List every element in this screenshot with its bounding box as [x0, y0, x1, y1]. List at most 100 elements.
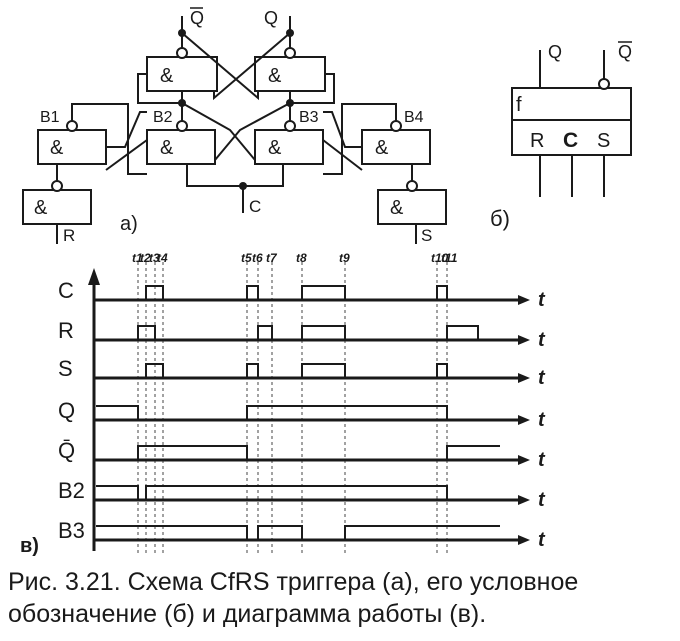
signal-waveform-5 [96, 445, 500, 461]
time-mark-label-8: t8 [296, 251, 307, 265]
signal-arrow-1 [518, 295, 530, 305]
figure-caption: Рис. 3.21. Схема CfRS триггера (а), его … [8, 566, 678, 630]
signal-arrow-2 [518, 335, 530, 345]
time-mark-label-7: t7 [266, 251, 278, 265]
signal-t-label-1: t [538, 289, 546, 311]
gate-qbar [146, 56, 218, 92]
time-mark-label-5: t5 [241, 251, 252, 265]
wire-b1-loop [71, 103, 147, 175]
signal-waveform-3 [96, 363, 500, 379]
signal-waveform-6 [96, 485, 500, 501]
signal-arrow-6 [518, 495, 530, 505]
gate-b2-symbol: & [160, 137, 174, 159]
label-b-q: Q [548, 42, 562, 62]
gate-q-symbol: & [268, 65, 282, 87]
time-mark-label-1: t1 [132, 251, 143, 265]
bubble-b3 [284, 120, 296, 132]
bubble-r [51, 180, 63, 192]
signal-t-label-7: t [538, 529, 546, 551]
signal-arrow-4 [518, 415, 530, 425]
trigger-r: R [530, 130, 544, 152]
circuit-diagram-a: & & Q Q & & & & B1 B2 B3 B4 [22, 7, 447, 245]
signal-arrow-5 [518, 455, 530, 465]
signal-t-label-3: t [538, 367, 546, 389]
gate-r-symbol: & [34, 197, 48, 219]
signal-name-7: B3 [58, 518, 85, 543]
trigger-f: f [516, 94, 522, 116]
wire-cross-1 [181, 32, 259, 101]
signal-t-label-6: t [538, 489, 546, 511]
label-s: S [421, 226, 432, 245]
bubble-b4 [390, 120, 402, 132]
wire-cross-b3b4 [323, 111, 362, 148]
signal-waveform-1 [96, 285, 500, 301]
signal-t-label-4: t [538, 409, 546, 431]
signal-arrow-7 [518, 535, 530, 545]
bubble-b1 [66, 120, 78, 132]
signal-waveform-4 [96, 405, 500, 421]
signal-t-label-2: t [538, 329, 546, 351]
wire-cross-2 [213, 32, 291, 101]
gate-b3-symbol: & [268, 137, 282, 159]
label-b-qbar: Q [618, 42, 632, 62]
gate-b2 [146, 129, 216, 165]
time-mark-label-6: t6 [252, 251, 263, 265]
label-c: C [249, 197, 261, 216]
wire-c-bus [186, 164, 284, 187]
label-b3: B3 [299, 109, 319, 126]
symbol-diagram-b: f R C S Q Q б) [490, 41, 632, 231]
gate-s [377, 189, 447, 225]
wire-left-feed [137, 73, 182, 104]
wire-cross-b3b4-2 [322, 139, 363, 171]
wire-cross-b3b2 [214, 102, 291, 161]
inverter-bubble-q [284, 47, 296, 59]
time-mark-label-3: t3 [149, 251, 160, 265]
trigger-c: C [563, 129, 578, 152]
bubble-s [406, 180, 418, 192]
gate-b1 [37, 129, 107, 165]
time-mark-label-2: t2 [140, 251, 151, 265]
gate-q [254, 56, 326, 92]
inverter-bubble-qbar [176, 47, 188, 59]
signal-name-3: S [58, 356, 73, 381]
label-b4: B4 [404, 109, 424, 126]
signal-waveform-7 [96, 525, 500, 541]
signal-name-5: Q̄ [58, 438, 75, 463]
label-qbar: Q [190, 8, 204, 28]
timing-axis-arrow [88, 268, 100, 285]
gate-qbar-symbol: & [160, 65, 174, 87]
signal-name-4: Q [58, 398, 75, 423]
signal-name-1: C [58, 278, 74, 303]
wire-right-feed [290, 73, 335, 104]
label-b: б) [490, 206, 510, 231]
gate-b4 [361, 129, 431, 165]
signal-waveform-2 [96, 325, 500, 341]
gate-b1-symbol: & [50, 137, 64, 159]
signal-arrow-3 [518, 373, 530, 383]
time-mark-label-11: t11 [441, 251, 458, 265]
bubble-b-qbar [598, 78, 610, 90]
wire-cross-b1b2 [106, 111, 147, 148]
time-mark-label-9: t9 [339, 251, 350, 265]
gate-b4-symbol: & [375, 137, 389, 159]
time-mark-label-4: t4 [157, 251, 168, 265]
figure-canvas: & & Q Q & & & & B1 B2 B3 B4 [20, 7, 632, 557]
caption-line-1: Рис. 3.21. Схема CfRS триггера (а), его … [8, 568, 579, 596]
caption-line-2: обозначение (б) и диаграмма работы (в). [8, 600, 487, 628]
label-q: Q [264, 8, 278, 28]
gate-s-symbol: & [390, 197, 404, 219]
label-r: R [63, 226, 75, 245]
signal-name-6: B2 [58, 478, 85, 503]
bubble-b2 [176, 120, 188, 132]
label-b2: B2 [153, 109, 173, 126]
time-mark-label-10: t10 [431, 251, 449, 265]
signal-name-2: R [58, 318, 74, 343]
label-b1: B1 [40, 109, 60, 126]
label-c-diagram: в) [20, 535, 39, 557]
wire-cross-b2b3 [181, 102, 256, 161]
gate-b3 [254, 129, 324, 165]
label-a: а) [120, 213, 138, 235]
